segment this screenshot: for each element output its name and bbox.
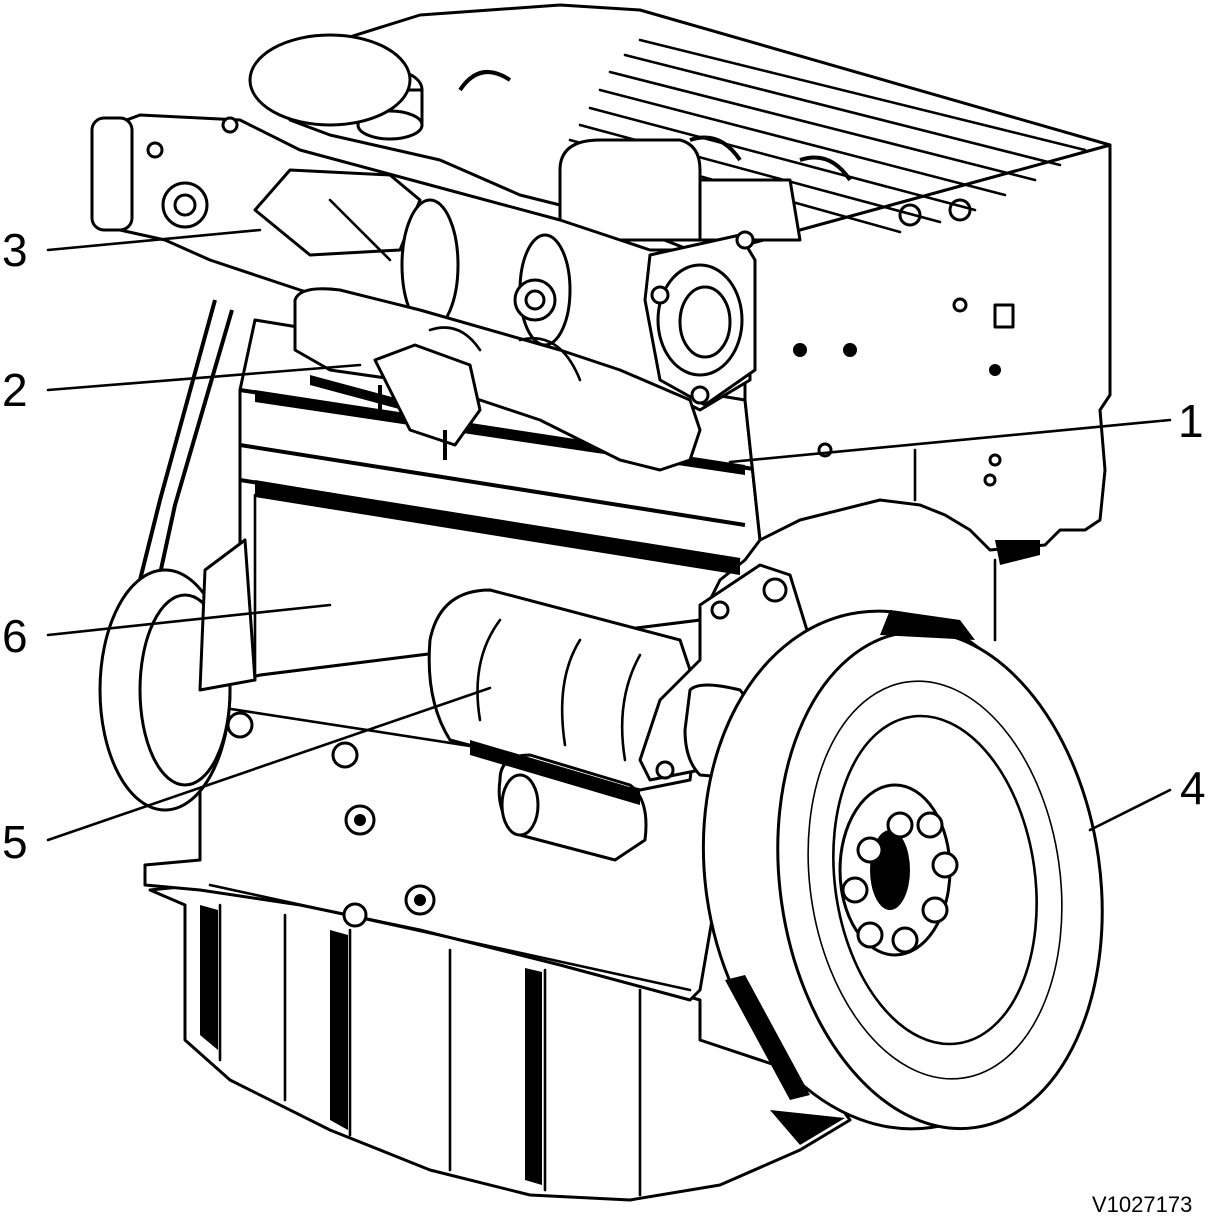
leader-lines <box>46 228 1172 842</box>
leader-line-4 <box>1088 788 1172 832</box>
leader-line-3 <box>46 228 262 252</box>
callout-5: 5 <box>2 816 28 868</box>
callout-4: 4 <box>1180 762 1206 814</box>
callout-1: 1 <box>1178 395 1204 447</box>
callout-2: 2 <box>2 364 28 416</box>
callout-numbers: 1 2 3 4 5 6 <box>2 224 1206 868</box>
callout-6: 6 <box>2 610 28 662</box>
callout-3: 3 <box>2 224 28 276</box>
oil-sump <box>148 883 852 1202</box>
timing-housing <box>743 143 1112 642</box>
flywheel <box>701 609 1104 1131</box>
figure-id: V1027173 <box>1092 1192 1192 1217</box>
leader-line-2 <box>46 363 362 392</box>
leader-line-6 <box>46 603 332 637</box>
inlet-manifold <box>90 113 757 412</box>
exhaust-manifold <box>293 287 702 472</box>
leader-line-1 <box>728 418 1172 464</box>
starter-motor <box>427 588 702 862</box>
leader-line-5 <box>46 686 492 842</box>
engine-illustration <box>90 3 1112 1202</box>
